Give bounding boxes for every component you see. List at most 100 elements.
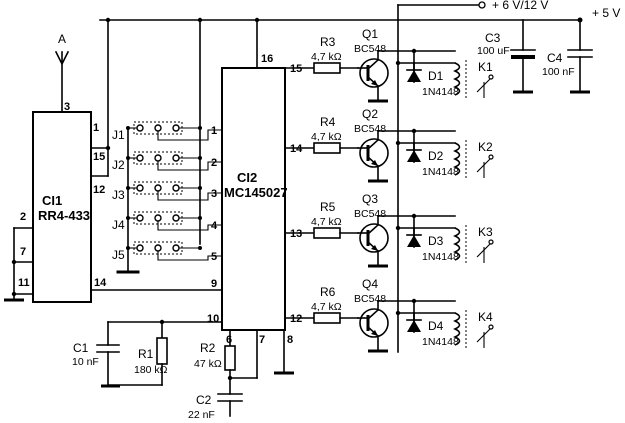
ic2-pin3: 3 (211, 188, 217, 200)
emitter-arrow (371, 160, 378, 166)
transistor-part-4: BC548 (354, 293, 386, 305)
ic2-pin9: 9 (211, 278, 217, 290)
junction-dot (11, 291, 17, 297)
transistor-part-2: BC548 (354, 123, 386, 135)
ic2-pin5: 5 (211, 251, 217, 263)
ic1-pin15: 15 (93, 151, 105, 163)
jumper-pin (172, 184, 180, 192)
c1-value: 10 nF (72, 356, 99, 368)
relay-coil-1 (453, 62, 461, 96)
ic2-pin14: 14 (290, 143, 303, 155)
c2-value: 22 nF (188, 409, 215, 421)
relay-supply-label: + 6 V/12 V (492, 0, 548, 12)
jumper-pin (154, 184, 162, 192)
junction-dot (198, 186, 202, 190)
diode-part-4: 1N4148 (422, 336, 459, 348)
relay-coil-3 (453, 227, 461, 261)
ic2-pin6: 6 (226, 334, 232, 346)
ic2-pin13: 13 (290, 228, 302, 240)
transistor-ref-2: Q2 (362, 107, 378, 121)
transistor-collector (366, 138, 380, 151)
jumper-to-ic2-3 (157, 191, 222, 201)
junction-dot (411, 48, 417, 54)
relay-coil-2 (453, 142, 461, 176)
resistor-value-4: 4,7 kΩ (311, 301, 342, 313)
jumper-to-ic2-5 (157, 251, 222, 261)
r1-ref: R1 (138, 347, 154, 361)
relay-supply-terminal (478, 1, 486, 9)
c4-ref: C4 (547, 51, 563, 65)
resistor-value-2: 4,7 kΩ (311, 131, 342, 143)
c4-value: 100 nF (542, 66, 575, 78)
jumper-label-5: J5 (112, 248, 125, 262)
relay-ref-4: K4 (478, 310, 493, 324)
relay-contact-no (488, 74, 494, 80)
junction-dot (159, 319, 165, 325)
transistor-ref-3: Q3 (362, 192, 378, 206)
r1-value: 180 kΩ (134, 364, 168, 376)
relay-ref-3: K3 (478, 225, 493, 239)
resistor-4 (313, 312, 341, 324)
jumper-pin (136, 154, 144, 162)
relay-contact-arm (476, 157, 492, 173)
ic1-pin14: 14 (94, 277, 107, 289)
jumper-pin (154, 124, 162, 132)
jumper-pin (154, 154, 162, 162)
junction-dot (198, 126, 202, 130)
transistor-collector (366, 308, 380, 321)
ic2-pin7: 7 (259, 334, 265, 346)
ic2-pin4: 4 (211, 220, 218, 232)
ic2-ref: CI2 (237, 170, 257, 185)
ic2-pin8: 8 (287, 334, 293, 346)
jumper-pin (154, 214, 162, 222)
junction-dot (105, 145, 111, 151)
junction-dot (254, 17, 260, 23)
ic1-ref: CI1 (42, 193, 62, 208)
c3-plate-bottom (511, 55, 535, 59)
relay-contact-no (488, 154, 494, 160)
c2-ref: C2 (196, 393, 212, 407)
junction-dot (411, 298, 417, 304)
ic2-pin15: 15 (290, 63, 302, 75)
junction-dot (126, 126, 130, 130)
diode-part-2: 1N4148 (422, 166, 459, 178)
relay-contact-arm (476, 327, 492, 343)
c1-ref: C1 (73, 341, 89, 355)
resistor-value-1: 4,7 kΩ (311, 51, 342, 63)
diode-ref-1: D1 (428, 69, 444, 83)
diode-ref-2: D2 (428, 149, 444, 163)
junction-dot (411, 128, 417, 134)
jumper-pin (172, 124, 180, 132)
ic1-body (32, 111, 92, 303)
jumper-label-4: J4 (112, 218, 125, 232)
emitter-arrow (371, 330, 378, 336)
transistor-ref-1: Q1 (362, 27, 378, 41)
diode-part-3: 1N4148 (422, 251, 459, 263)
junction-dot (227, 375, 233, 381)
jumper-pin (172, 154, 180, 162)
relay-contact-arm (476, 242, 492, 258)
junction-dot (395, 225, 401, 231)
jumper-pin (136, 124, 144, 132)
resistor-value-3: 4,7 kΩ (311, 216, 342, 228)
resistor-ref-3: R5 (320, 200, 336, 214)
junction-dot (198, 216, 202, 220)
junction-dot (126, 216, 130, 220)
ic1-pin1: 1 (93, 122, 99, 134)
r2-value: 47 kΩ (194, 358, 222, 370)
junction-dot (411, 213, 417, 219)
junction-dot (395, 140, 401, 146)
transistor-part-1: BC548 (354, 43, 386, 55)
jumper-pin (136, 214, 144, 222)
c3-value: 100 uF (477, 45, 510, 57)
jumper-to-ic2-4 (157, 221, 222, 231)
junction-dot (126, 156, 130, 160)
junction-dot (198, 156, 202, 160)
relay-contact-arm (476, 77, 492, 93)
ic2-pin16: 16 (261, 53, 273, 65)
jumper-to-ic2-2 (157, 161, 222, 171)
resistor-ref-2: R4 (320, 115, 336, 129)
resistor-2 (313, 142, 341, 154)
